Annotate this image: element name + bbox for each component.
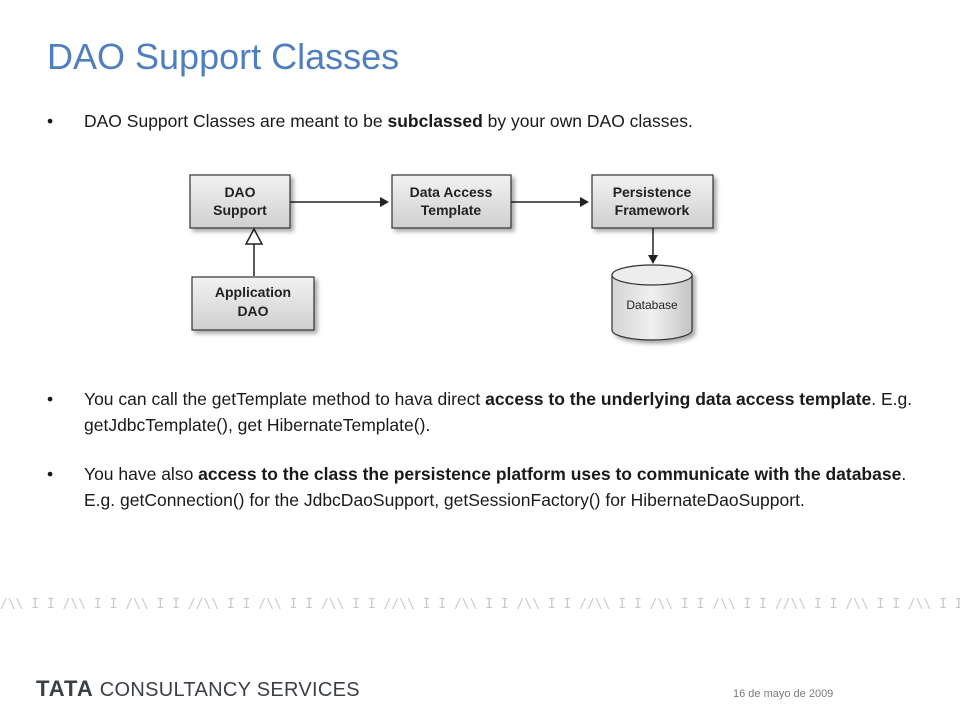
database-cylinder-icon (611, 264, 693, 341)
bullet-dot: • (47, 389, 54, 409)
bullet-text: You can call the getTemplate method to h… (84, 389, 913, 435)
database-label: Database (626, 298, 678, 312)
logo-consultancy-services: CONSULTANCY SERVICES (99, 679, 360, 701)
bullet-text: DAO Support Classes are meant to be subc… (84, 111, 693, 131)
box-label: Template (421, 202, 482, 218)
bullet-dot: • (47, 464, 54, 484)
box-data-access-template (391, 174, 512, 229)
box-label: Persistence (613, 184, 692, 200)
box-label: Application (215, 284, 291, 300)
decorative-pattern-band: /\\ I I /\\ I I /\\ I I //\\ I I /\\ I I… (0, 597, 960, 612)
box-label: Framework (615, 202, 690, 218)
box-dao-support (189, 174, 291, 229)
bullet-1: • DAO Support Classes are meant to be su… (47, 108, 917, 134)
bullet-text: You have also access to the class the pe… (84, 464, 907, 510)
box-label: DAO (237, 303, 268, 319)
slide-date: 16 de mayo de 2009 (733, 688, 834, 700)
logo-tata: TATA (36, 676, 94, 701)
inheritance-triangle-icon (244, 227, 264, 245)
box-label: Support (213, 202, 267, 218)
slide-title: DAO Support Classes (47, 36, 400, 77)
arrowhead-icon (380, 197, 389, 207)
arrowhead-icon (648, 255, 658, 264)
box-application-dao (191, 276, 315, 331)
bullet-dot: • (47, 111, 54, 131)
arrowhead-icon (580, 197, 589, 207)
box-label: Data Access (410, 184, 493, 200)
box-persistence-framework (591, 174, 714, 229)
bullet-2: • You can call the getTemplate method to… (47, 386, 917, 438)
bullet-3: • You have also access to the class the … (47, 461, 917, 513)
box-label: DAO (224, 184, 255, 200)
